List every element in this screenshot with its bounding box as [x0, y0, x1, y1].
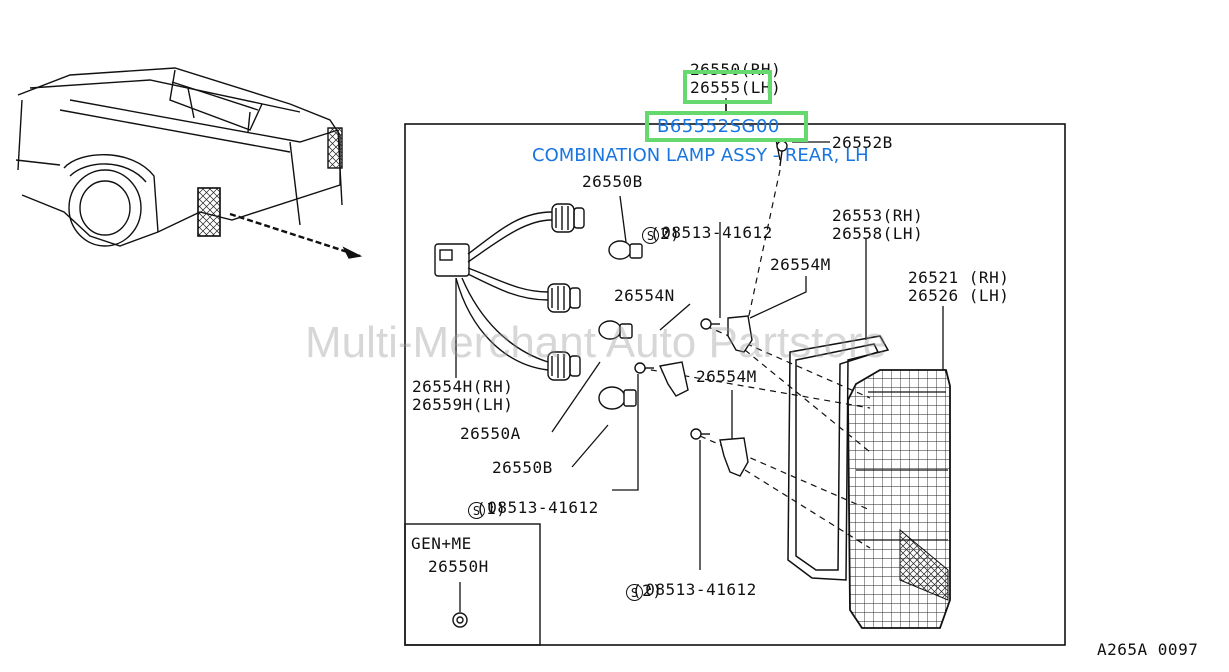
- label-lens-rh: 26521 (RH): [908, 268, 1010, 287]
- screws: [452, 140, 788, 628]
- gen-me-inset-frame: [404, 523, 541, 646]
- label-bracket-top: 26554M: [770, 255, 831, 274]
- leader-lines: [455, 98, 944, 612]
- s-symbol-icon: S: [626, 584, 644, 601]
- label-gen-me: GEN+ME: [411, 534, 472, 553]
- label-harness-lh: 26559H(LH): [412, 395, 514, 414]
- highlight-part-top-lh[interactable]: [683, 70, 772, 104]
- label-socket-n: 26554N: [614, 286, 675, 305]
- s-symbol-icon: S: [468, 502, 486, 519]
- label-bulb-a: 26550A: [460, 424, 521, 443]
- diagram-code: A265A 0097: [1097, 640, 1199, 659]
- lens-assembly: [847, 369, 951, 629]
- watermark: Multi-Merchant Auto Partstore: [305, 318, 888, 367]
- bulbs: [598, 240, 643, 410]
- label-bulb-b: 26550B: [492, 458, 553, 477]
- label-bolt-mid-qty: (1): [476, 499, 507, 518]
- part-title: COMBINATION LAMP ASSY - REAR, LH: [532, 145, 869, 166]
- label-bolt-low-code: 08513-41612: [645, 580, 757, 599]
- label-bulb-top: 26550B: [582, 172, 643, 191]
- label-part-top-lh: 26555(LH): [690, 78, 782, 97]
- label-bolt-mid-code: 08513-41612: [487, 498, 599, 517]
- truck-illustration: [15, 67, 363, 259]
- label-part-number[interactable]: B65552SG00: [657, 116, 780, 137]
- label-gen-part: 26550H: [428, 557, 489, 576]
- label-gasket-lh: 26558(LH): [832, 224, 924, 243]
- label-bolt-low-qty: (2): [632, 581, 663, 600]
- label-lens-lh: 26526 (LH): [908, 286, 1010, 305]
- diagram-frame: [404, 123, 1066, 646]
- label-bolt-top-code: 08513-41612: [661, 223, 773, 242]
- label-screw-top: 26552B: [832, 133, 893, 152]
- label-gasket-rh: 26553(RH): [832, 206, 924, 225]
- highlight-part-number[interactable]: [645, 111, 808, 142]
- gasket: [787, 335, 890, 581]
- label-bracket-mid: 26554M: [696, 367, 757, 386]
- wiring-harness: [434, 203, 585, 381]
- label-harness-rh: 26554H(RH): [412, 377, 514, 396]
- brackets: [658, 315, 753, 477]
- s-symbol-icon: S: [642, 227, 660, 244]
- label-bolt-top-qty: (2): [650, 224, 681, 243]
